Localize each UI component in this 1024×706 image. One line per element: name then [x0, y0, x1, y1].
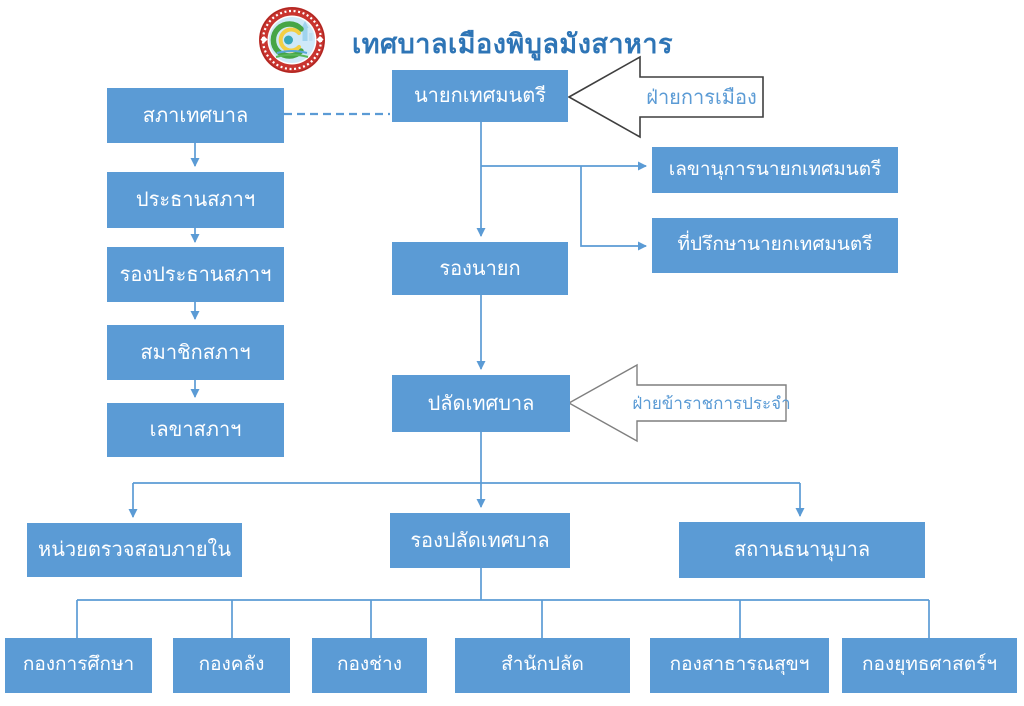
node-deputy-clerk: รองปลัดเทศบาล	[390, 513, 570, 568]
node-clerk-office: สำนักปลัด	[455, 638, 630, 693]
node-internal-audit: หน่วยตรวจสอบภายใน	[27, 523, 242, 577]
node-mayor-advisor: ที่ปรึกษานายกเทศมนตรี	[652, 218, 898, 273]
node-council-vice-chairman: รองประธานสภาฯ	[107, 247, 284, 302]
node-pawnshop: สถานธนานุบาล	[679, 522, 925, 578]
node-municipal-clerk: ปลัดเทศบาล	[392, 375, 570, 432]
node-mayor: นายกเทศมนตรี	[392, 70, 568, 122]
callout-political: ฝ่ายการเมือง	[646, 87, 757, 109]
node-education-division: กองการศึกษา	[5, 638, 152, 693]
municipal-seal-icon	[259, 7, 325, 73]
node-deputy-mayor: รองนายก	[392, 242, 568, 295]
node-finance-division: กองคลัง	[173, 638, 290, 693]
node-engineering-division: กองช่าง	[312, 638, 427, 693]
node-council: สภาเทศบาล	[107, 88, 284, 143]
node-council-secretary: เลขาสภาฯ	[107, 403, 284, 457]
municipal-seal-logo	[258, 6, 326, 74]
node-public-health-division: กองสาธารณสุขฯ	[650, 638, 829, 693]
page-title: เทศบาลเมืองพิบูลมังสาหาร	[352, 29, 674, 59]
node-strategy-division: กองยุทธศาสตร์ฯ	[842, 638, 1017, 693]
node-mayor-secretary: เลขานุการนายกเทศมนตรี	[652, 147, 898, 193]
node-council-members: สมาชิกสภาฯ	[107, 325, 284, 380]
callout-civil-service: ฝ่ายข้าราชการประจำ	[632, 393, 791, 413]
node-council-chairman: ประธานสภาฯ	[107, 172, 284, 228]
